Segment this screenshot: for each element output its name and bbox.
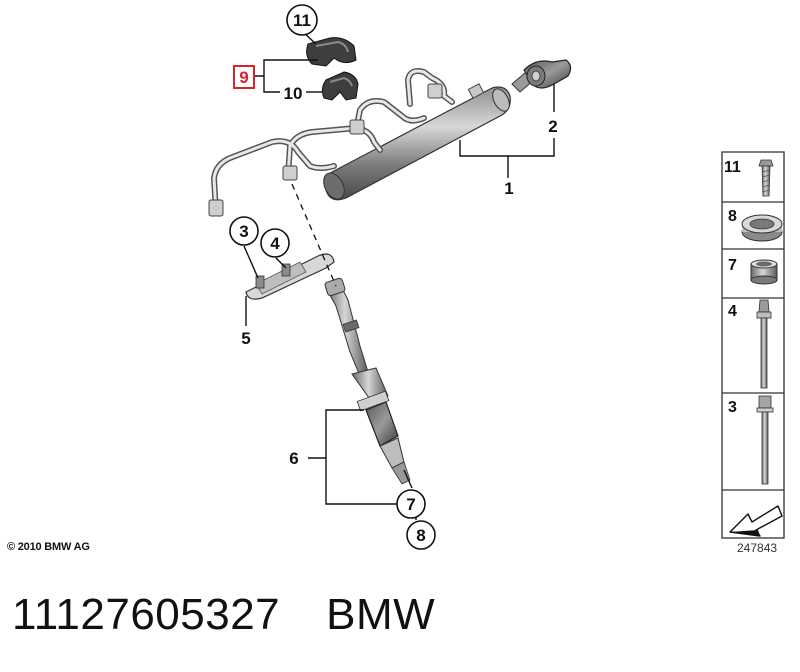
svg-text:11: 11 xyxy=(724,159,741,176)
callout-8: 8 xyxy=(406,520,436,550)
callout-3: 3 xyxy=(229,216,259,246)
svg-text:10: 10 xyxy=(284,84,303,103)
svg-text:8: 8 xyxy=(416,526,425,545)
side-panel: 11 8 7 4 xyxy=(721,151,785,539)
callout-2: 2 xyxy=(548,117,557,136)
callout-6: 6 xyxy=(289,449,298,468)
side-item-4: 4 xyxy=(728,299,772,389)
svg-text:6: 6 xyxy=(289,449,298,468)
svg-text:4: 4 xyxy=(270,234,280,253)
alignment-dash xyxy=(291,183,337,287)
bracket-part-11 xyxy=(306,37,357,67)
callout-5: 5 xyxy=(241,329,250,348)
side-item-3: 3 xyxy=(728,395,774,485)
fuel-rail xyxy=(323,83,511,201)
injector xyxy=(324,277,411,485)
svg-text:5: 5 xyxy=(241,329,250,348)
callout-1: 1 xyxy=(504,179,513,198)
callout-11: 11 xyxy=(286,4,318,36)
svg-text:2: 2 xyxy=(548,117,557,136)
pressure-sensor xyxy=(511,59,572,93)
copyright-text: © 2010 BMW AG xyxy=(7,541,90,553)
svg-text:11: 11 xyxy=(293,11,311,30)
svg-text:7: 7 xyxy=(728,257,737,274)
mounting-plate xyxy=(245,253,335,300)
callout-10: 10 xyxy=(284,84,303,103)
svg-text:3: 3 xyxy=(239,222,248,241)
side-item-8: 8 xyxy=(728,208,783,242)
svg-text:1: 1 xyxy=(504,179,513,198)
side-item-11: 11 xyxy=(724,159,774,197)
svg-text:8: 8 xyxy=(728,208,737,225)
svg-text:3: 3 xyxy=(728,399,737,416)
diagram-number: 247843 xyxy=(737,541,778,555)
next-diagram-arrow-icon[interactable] xyxy=(729,505,783,537)
part-number: 11127605327 xyxy=(12,590,281,639)
callout-4: 4 xyxy=(260,228,290,258)
svg-text:9: 9 xyxy=(239,68,248,87)
svg-text:4: 4 xyxy=(728,303,737,320)
callout-7: 7 xyxy=(396,489,426,519)
callout-9: 9 xyxy=(233,65,255,89)
brand-name: BMW xyxy=(326,590,436,639)
fuel-lines xyxy=(208,68,455,217)
side-item-7: 7 xyxy=(728,257,778,285)
svg-text:7: 7 xyxy=(406,495,415,514)
footer: 11127605327 BMW xyxy=(12,590,435,640)
bracket-part-10 xyxy=(321,71,359,101)
